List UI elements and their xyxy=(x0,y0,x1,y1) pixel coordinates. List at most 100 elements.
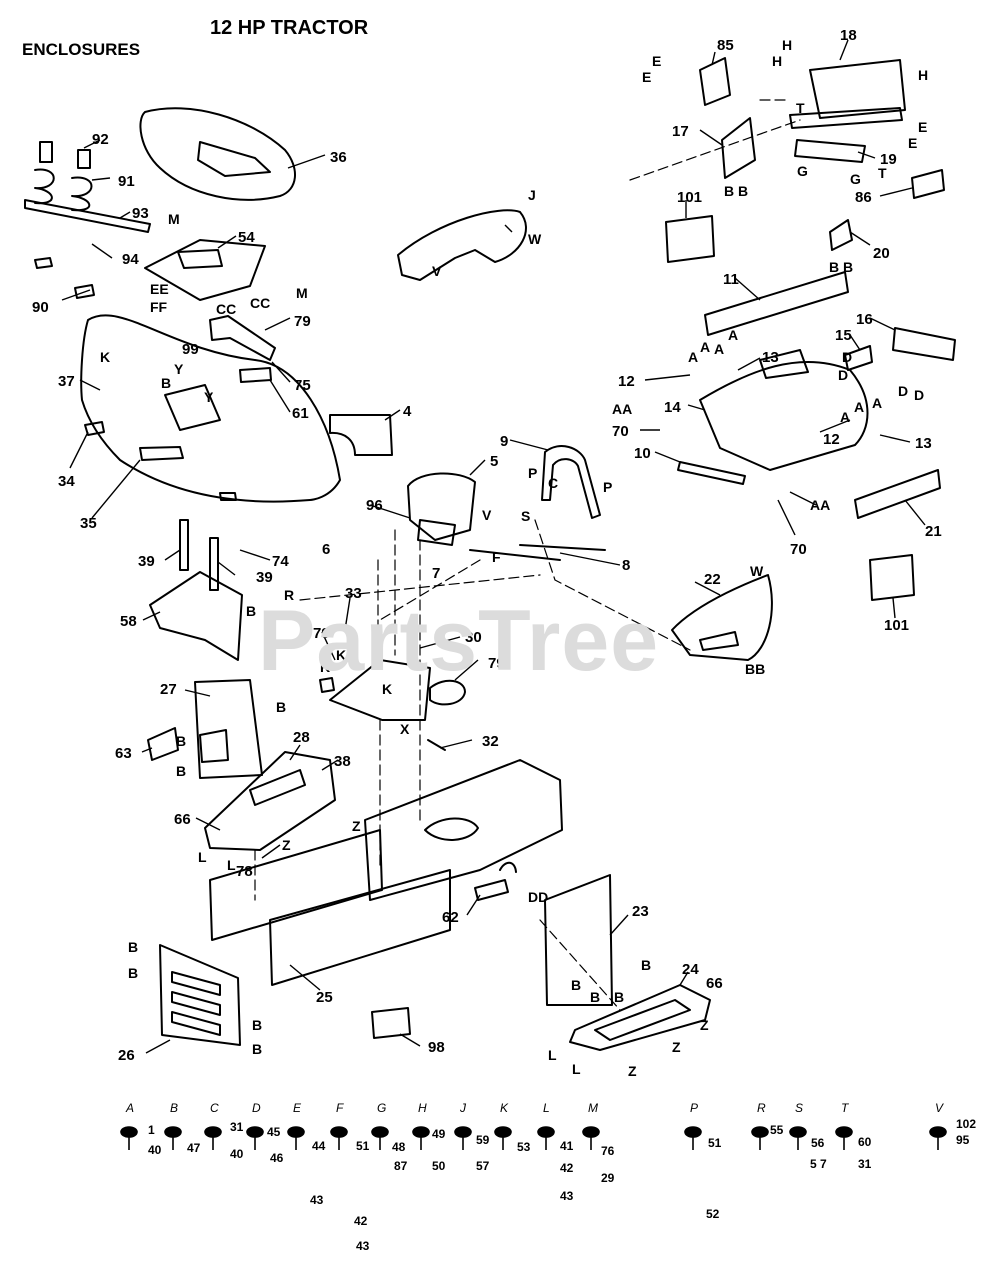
leader-58 xyxy=(142,611,161,621)
legend-letter-c: C xyxy=(210,1101,219,1115)
leader-79c xyxy=(321,631,336,661)
letter-tag-t: T xyxy=(878,165,887,181)
letter-tag-k: K xyxy=(382,681,392,697)
letter-tag-d: D xyxy=(838,367,848,383)
fastener-head-icon xyxy=(412,1126,430,1138)
letter-tag-aa: AA xyxy=(612,401,632,417)
callout-9: 9 xyxy=(500,433,508,450)
leader-27 xyxy=(184,689,211,697)
leader-63 xyxy=(141,747,153,753)
letter-tag-bb: B B xyxy=(829,259,853,275)
legend-part-41: 41 xyxy=(560,1139,574,1153)
strip-10 xyxy=(677,461,746,485)
letter-tag-cc: CC xyxy=(216,301,236,317)
spring-90-94 xyxy=(24,199,151,233)
letter-tag-e: E xyxy=(918,119,927,135)
callout-10: 10 xyxy=(634,445,651,462)
hood-37-seat-window xyxy=(164,384,221,431)
seat-36 xyxy=(139,107,297,201)
floor-28-slot xyxy=(249,769,306,806)
grommet-79b xyxy=(429,679,466,706)
leader-12b xyxy=(819,419,851,433)
leader-28 xyxy=(289,744,301,761)
callout-93: 93 xyxy=(132,205,149,222)
callout-8: 8 xyxy=(622,557,630,574)
strip-21 xyxy=(854,469,941,519)
pan-26-slot1 xyxy=(171,971,221,996)
fastener-icon-r xyxy=(751,1126,769,1150)
leader-79b xyxy=(454,659,479,681)
callout-12: 12 xyxy=(823,431,840,448)
letter-tag-h: H xyxy=(782,37,792,53)
bracket-58 xyxy=(149,571,243,661)
letter-tag-p: P xyxy=(528,465,537,481)
letter-tag-z: Z xyxy=(672,1039,681,1055)
hood-35-emblem xyxy=(139,446,184,461)
legend-letter-l: L xyxy=(543,1101,550,1115)
letter-tag-ff: FF xyxy=(150,299,168,315)
legend-letter-h: H xyxy=(418,1101,427,1115)
callout-33: 33 xyxy=(345,585,362,602)
letter-tag-b: B xyxy=(176,733,186,749)
leader-101b xyxy=(892,597,896,619)
legend-part-50: 50 xyxy=(432,1159,446,1173)
legend-letter-r: R xyxy=(757,1101,766,1115)
fastener-head-icon xyxy=(537,1126,555,1138)
fastener-head-icon xyxy=(929,1126,947,1138)
decal-98 xyxy=(371,1007,411,1039)
leader-19 xyxy=(857,151,876,159)
leader-26 xyxy=(145,1039,171,1054)
callout-23: 23 xyxy=(632,903,649,920)
leader-79a xyxy=(264,317,291,331)
phantom-i xyxy=(629,119,801,181)
callout-75: 75 xyxy=(294,377,311,394)
fastener-icon-s xyxy=(789,1126,807,1150)
legend-letter-e: E xyxy=(293,1101,302,1115)
letter-tag-a: A xyxy=(840,409,850,425)
spring-92b xyxy=(77,149,91,169)
leader-10 xyxy=(654,451,681,463)
leader-62 xyxy=(466,894,481,916)
decal-101a xyxy=(665,215,715,263)
callout-70: 70 xyxy=(790,541,807,558)
coil-91a xyxy=(34,168,55,205)
legend-part-59: 59 xyxy=(476,1133,490,1147)
seat-pan-54 xyxy=(144,239,266,301)
hood-37 xyxy=(80,314,341,503)
legend-letter-p: P xyxy=(690,1101,698,1115)
legend-part-102: 102 xyxy=(956,1117,976,1131)
letter-tag-e: E xyxy=(642,69,651,85)
grille-22 xyxy=(671,574,773,661)
decal-101b xyxy=(869,554,915,601)
callout-34: 34 xyxy=(58,473,75,490)
strip-11 xyxy=(704,271,849,336)
legend-letter-v: V xyxy=(935,1101,944,1115)
letter-tag-p: P xyxy=(603,479,612,495)
legend-part-45: 45 xyxy=(267,1125,281,1139)
fastener-icon-v xyxy=(929,1126,947,1150)
letter-tag-b: B xyxy=(590,989,600,1005)
legend-letter-f: F xyxy=(336,1101,344,1115)
leader-70b xyxy=(777,499,796,536)
leader-9 xyxy=(509,439,549,451)
letter-tag-s: S xyxy=(521,508,530,524)
legend-part-57: 57 xyxy=(476,1159,490,1173)
spring-39a xyxy=(179,519,189,571)
letter-tag-l: L xyxy=(198,849,207,865)
legend-part-40: 40 xyxy=(148,1143,162,1157)
fastener-icon-k xyxy=(494,1126,512,1150)
letter-tag-ee: EE xyxy=(150,281,169,297)
leader-30 xyxy=(419,636,461,649)
panel-61 xyxy=(239,367,272,383)
letter-tag-cc: CC xyxy=(250,295,270,311)
callout-6: 6 xyxy=(322,541,330,558)
leader-34 xyxy=(69,431,89,469)
console-96-face xyxy=(417,519,456,546)
legend-part-55: 55 xyxy=(770,1123,784,1137)
fastener-head-icon xyxy=(120,1126,138,1138)
legend-part-42: 42 xyxy=(560,1161,574,1175)
letter-tag-a: A xyxy=(700,339,710,355)
leader-92 xyxy=(83,139,101,149)
legend-part-56: 56 xyxy=(811,1136,825,1150)
letter-tag-k: K xyxy=(320,659,330,675)
